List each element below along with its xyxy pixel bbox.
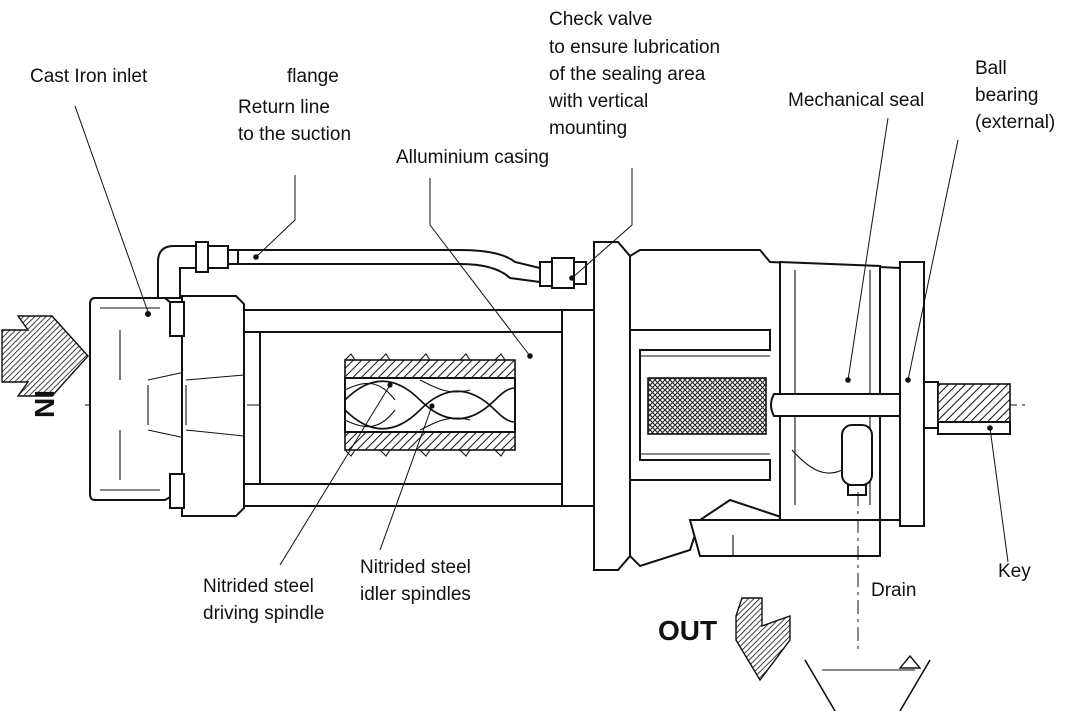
leader-mechanical-seal: [847, 117, 889, 381]
label-check-valve-1: Check valve: [549, 9, 653, 30]
label-check-valve-5: mounting: [549, 118, 627, 139]
label-idler-spindles-1: Nitrided steel: [360, 557, 471, 578]
leader-ball-bearing: [907, 139, 959, 381]
flow-arrow-right-icon: [1, 315, 89, 397]
label-flange: flange: [287, 66, 339, 87]
flow-arrow-down-icon: [735, 597, 791, 682]
leader-driving-spindle: [279, 384, 391, 566]
leader-cast-iron-inlet: [74, 105, 149, 313]
label-return-line-2: to the suction: [238, 124, 351, 145]
leader-check-valve: [571, 168, 633, 279]
label-driving-spindle-1: Nitrided steel: [203, 576, 314, 597]
label-idler-spindles-2: idler spindles: [360, 584, 471, 605]
spindle-sleeve: [344, 353, 516, 457]
label-ball-bearing-1: Ball: [975, 58, 1007, 79]
label-ball-bearing-2: bearing: [975, 85, 1038, 106]
leader-key: [989, 427, 1009, 563]
label-check-valve-3: of the sealing area: [549, 64, 706, 85]
label-check-valve-4: with vertical: [548, 91, 648, 112]
return-line-pipe: [157, 241, 587, 299]
label-out: OUT: [658, 615, 717, 646]
label-key: Key: [998, 561, 1031, 582]
drain-bucket: [804, 492, 931, 712]
leader-alluminium-casing: [429, 178, 531, 357]
label-ball-bearing-3: (external): [975, 112, 1055, 133]
cast-iron-inlet-body: [89, 297, 186, 501]
label-check-valve-2: to ensure lubrication: [549, 37, 720, 58]
drain-plug: [688, 424, 881, 557]
leader-return-line: [255, 175, 296, 258]
leader-idler-spindles: [379, 405, 433, 551]
label-return-line-1: Return line: [238, 97, 330, 118]
label-mechanical-seal: Mechanical seal: [788, 90, 924, 111]
label-drain: Drain: [871, 580, 916, 601]
label-in: IN: [29, 390, 60, 418]
inlet-flange: [169, 295, 245, 517]
label-cast-iron-inlet: Cast Iron inlet: [30, 66, 148, 87]
label-driving-spindle-2: driving spindle: [203, 603, 324, 624]
liquid-level-triangle-icon: [898, 654, 922, 669]
label-alluminium-casing: Alluminium casing: [396, 147, 549, 168]
shaft: [923, 381, 1011, 435]
